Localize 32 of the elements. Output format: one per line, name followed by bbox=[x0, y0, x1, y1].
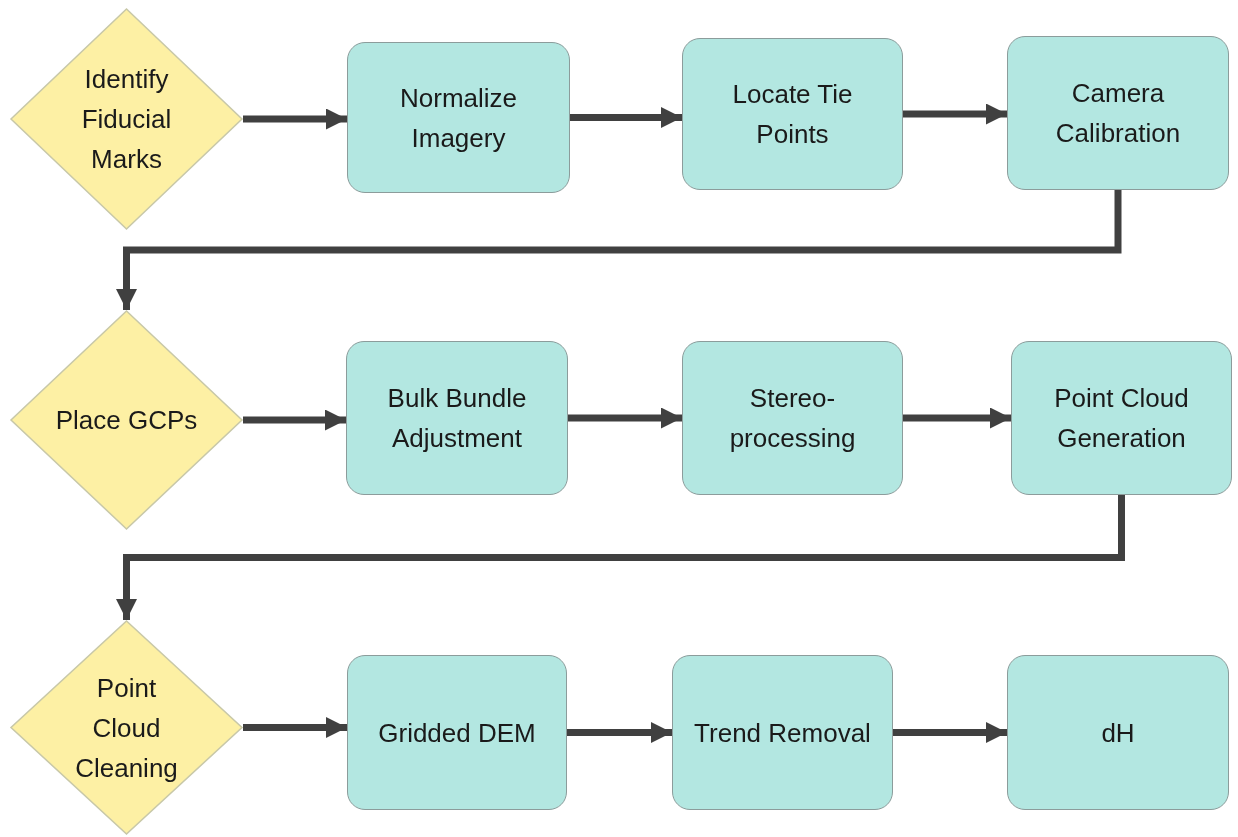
step-label: Place GCPs bbox=[54, 404, 199, 437]
process-box bbox=[347, 42, 570, 193]
process-box bbox=[682, 341, 903, 495]
step-label: Trend Removal bbox=[693, 716, 872, 750]
arrow bbox=[570, 107, 682, 128]
process-box bbox=[347, 655, 567, 810]
arrow bbox=[903, 103, 1007, 125]
step-label: Point Cloud Cleaning bbox=[74, 671, 179, 785]
step-label: Camera Calibration bbox=[1054, 77, 1182, 150]
arrow bbox=[243, 409, 346, 431]
step-label: Stereo-processing bbox=[728, 382, 857, 455]
step-label: Normalize Imagery bbox=[399, 81, 518, 155]
step-label: Gridded DEM bbox=[377, 716, 537, 750]
arrow bbox=[243, 717, 347, 738]
process-box bbox=[1007, 655, 1229, 810]
step-label: dH bbox=[1100, 716, 1136, 750]
arrow bbox=[116, 495, 1125, 620]
process-box bbox=[1011, 341, 1232, 495]
arrow bbox=[903, 407, 1011, 429]
process-box bbox=[672, 655, 893, 810]
step-label: Identify Fiducial Marks bbox=[80, 63, 173, 176]
arrow bbox=[243, 108, 347, 130]
arrow bbox=[116, 190, 1122, 310]
arrow bbox=[567, 722, 672, 743]
arrow bbox=[893, 722, 1007, 743]
step-label: Locate Tie Points bbox=[731, 78, 854, 151]
process-box bbox=[346, 341, 568, 495]
step-label: Point Cloud Generation bbox=[1053, 382, 1190, 455]
process-box bbox=[682, 38, 903, 190]
process-box bbox=[1007, 36, 1229, 190]
step-label: Bulk Bundle Adjustment bbox=[386, 382, 528, 455]
arrow bbox=[568, 407, 682, 429]
